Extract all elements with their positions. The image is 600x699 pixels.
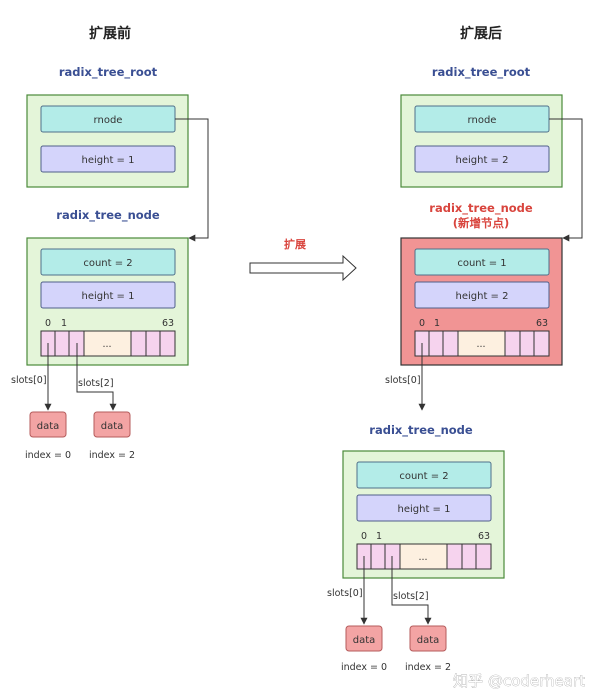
after-child-slots2-arrow — [391, 556, 432, 625]
before-slot-62 — [145, 330, 161, 357]
after-root-height-label: height = 2 — [456, 155, 509, 166]
before-slots0-label: slots[0] — [11, 375, 47, 386]
watermark: 知乎 @coderheart — [453, 672, 585, 690]
after-slot-index-63: 63 — [536, 318, 548, 329]
before-slot-1 — [54, 330, 70, 357]
before-node-title: radix_tree_node — [56, 208, 160, 223]
before-root-title: radix_tree_root — [59, 65, 158, 80]
before-root-height-label: height = 1 — [82, 155, 135, 166]
after-child-height-field — [356, 494, 492, 522]
after-root-rnode-label: rnode — [468, 115, 497, 126]
after-rnode-pointer-arrow — [549, 118, 583, 242]
before-slots2-label: slots[2] — [78, 378, 114, 389]
after-root-height-field — [414, 145, 550, 173]
after-child-slots-array — [356, 543, 492, 570]
after-child-slot-index-0: 0 — [361, 531, 367, 542]
after-child-slot-1 — [370, 543, 386, 570]
after-data-label-2: data — [417, 635, 440, 646]
before-root-rnode-label: rnode — [94, 115, 123, 126]
after-child-slot-ellipsis-cell — [399, 543, 448, 570]
after-slot-62 — [519, 330, 535, 357]
after-child-slot-63 — [475, 543, 492, 570]
before-node-count-field — [40, 248, 176, 276]
after-child-slot-index-1: 1 — [376, 531, 382, 542]
before-slot-61 — [130, 330, 147, 357]
before-slot-index-1: 1 — [61, 318, 67, 329]
after-slot-61 — [504, 330, 521, 357]
before-slot-ellipsis-cell — [83, 330, 132, 357]
after-child-slots0-label: slots[0] — [327, 588, 363, 599]
before-slots2-arrow — [76, 343, 117, 411]
heading-before: 扩展前 — [89, 25, 131, 42]
before-data-box-0 — [29, 411, 67, 438]
before-index-0: index = 0 — [25, 450, 71, 461]
before-slot-63 — [159, 330, 176, 357]
expand-arrow — [249, 254, 357, 282]
before-data-box-2 — [93, 411, 131, 438]
before-slot-index-63: 63 — [162, 318, 174, 329]
before-root-height-field — [40, 145, 176, 173]
after-child-slot-61 — [446, 543, 463, 570]
after-slot-ellipsis: ... — [476, 339, 485, 350]
after-new-node-height-label: height = 2 — [456, 291, 509, 302]
before-node-height-field — [40, 281, 176, 309]
after-slot-63 — [533, 330, 550, 357]
before-node-height-label: height = 1 — [82, 291, 135, 302]
after-child-count-field — [356, 461, 492, 489]
heading-after: 扩展后 — [460, 25, 502, 42]
before-slot-index-0: 0 — [45, 318, 51, 329]
before-slots-array — [40, 330, 176, 357]
after-index-0: index = 0 — [341, 662, 387, 673]
after-child-node-title: radix_tree_node — [369, 423, 473, 438]
before-data-label-2: data — [101, 421, 124, 432]
after-child-height-label: height = 1 — [398, 504, 451, 515]
after-slot-index-1: 1 — [434, 318, 440, 329]
after-index-2: index = 2 — [405, 662, 451, 673]
after-child-slots2-label: slots[2] — [393, 591, 429, 602]
expand-arrow-label: 扩展 — [284, 237, 307, 251]
after-new-node-title: radix_tree_node — [429, 201, 533, 216]
after-new-node-note: (新增节点) — [453, 216, 510, 230]
after-child-slot-index-63: 63 — [478, 531, 490, 542]
after-slot-2 — [442, 330, 459, 357]
after-new-node-count-field — [414, 248, 550, 276]
before-index-2: index = 2 — [89, 450, 135, 461]
before-slot-ellipsis: ... — [102, 339, 111, 350]
after-data-box-2 — [409, 625, 447, 652]
after-new-node-height-field — [414, 281, 550, 309]
after-new-node-count-label: count = 1 — [457, 258, 506, 269]
after-new-slots0-label: slots[0] — [385, 375, 421, 386]
after-data-box-0 — [345, 625, 383, 652]
after-slot-1 — [428, 330, 444, 357]
before-data-label-0: data — [37, 421, 60, 432]
before-rnode-pointer-arrow — [175, 118, 209, 242]
after-child-slot-ellipsis: ... — [418, 552, 427, 563]
after-data-label-0: data — [353, 635, 376, 646]
before-node-count-label: count = 2 — [83, 258, 132, 269]
after-slot-index-0: 0 — [419, 318, 425, 329]
after-new-node-slots-array — [414, 330, 550, 357]
after-child-slot-62 — [461, 543, 477, 570]
after-root-title: radix_tree_root — [432, 65, 531, 80]
after-child-count-label: count = 2 — [399, 471, 448, 482]
